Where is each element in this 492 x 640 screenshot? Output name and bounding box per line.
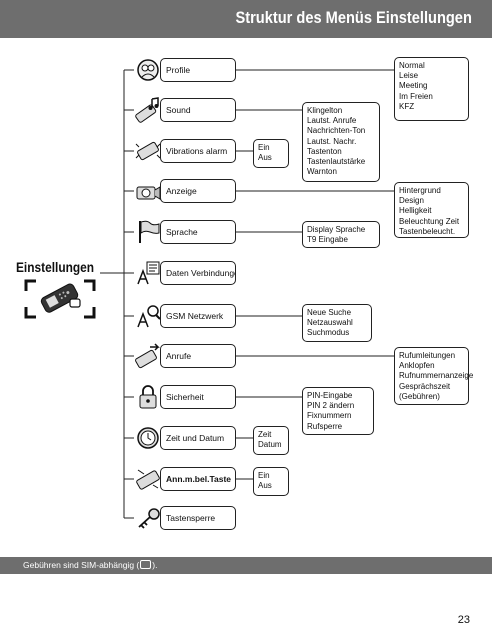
menu-item-sicherheit[interactable]: Sicherheit	[160, 385, 236, 409]
submenu-item[interactable]: Lautst. Nachr.	[307, 136, 357, 146]
submenu-item[interactable]: Rufsperre	[307, 421, 343, 431]
menu-item-data-connections[interactable]: Daten Verbindungen	[160, 261, 236, 285]
footer-note: Gebühren sind SIM-abhängig ().	[0, 557, 492, 574]
submenu-item[interactable]: Suchmodus	[307, 328, 350, 338]
menu-item-anrufe[interactable]: Anrufe	[160, 344, 236, 368]
submenu-item[interactable]: Design	[399, 196, 424, 206]
submenu-item[interactable]: Nachrichten-Ton	[307, 126, 366, 136]
menu-item-sound[interactable]: Sound	[160, 98, 236, 122]
padlock-icon	[139, 385, 157, 409]
menu-item-sprache[interactable]: Sprache	[160, 220, 236, 244]
submenu-item[interactable]: Ein	[258, 471, 270, 480]
footer-text-after: ).	[152, 560, 158, 570]
network-antenna-icon	[137, 305, 161, 328]
clock-icon	[137, 427, 159, 449]
submenu-item[interactable]: Aus	[258, 153, 272, 163]
menu-item-gsm-network[interactable]: GSM Netzwerk	[160, 304, 236, 328]
submenu-zeit: Zeit Datum	[253, 426, 289, 455]
submenu-item[interactable]: Tastenbeleucht.	[399, 226, 456, 236]
submenu-item[interactable]: KFZ	[399, 101, 415, 111]
submenu-item[interactable]: Lautst. Anrufe	[307, 116, 357, 126]
submenu-gsm: Neue Suche Netzauswahl Suchmodus	[302, 304, 372, 342]
submenu-any-key: Ein Aus	[253, 467, 289, 496]
submenu-item[interactable]: Warnton	[307, 167, 337, 177]
menu-item-time-date[interactable]: Zeit und Datum	[160, 426, 236, 450]
menu-item-anzeige[interactable]: Anzeige	[160, 179, 236, 203]
submenu-item[interactable]: Rufnummernanzeige	[399, 371, 474, 381]
submenu-item[interactable]: Hintergrund	[399, 186, 441, 195]
submenu-item[interactable]: Normal	[399, 61, 425, 70]
submenu-item[interactable]: Meeting	[399, 81, 428, 91]
menu-item-key-lock[interactable]: Tastensperre	[160, 506, 236, 530]
key-icon	[138, 508, 160, 529]
menu-item-vibration-alarm[interactable]: Vibrations alarm	[160, 139, 236, 163]
settings-main-label: Einstellungen	[16, 259, 95, 275]
submenu-sound: Klingelton Lautst. Anrufe Nachrichten-To…	[302, 102, 380, 182]
profiles-icon	[137, 59, 159, 81]
page-header: Struktur des Menüs Einstellungen	[0, 0, 492, 38]
submenu-item[interactable]: Rufumleitungen	[399, 351, 456, 360]
data-connection-icon	[137, 261, 160, 285]
submenu-item[interactable]: Im Freien	[399, 91, 433, 101]
submenu-item[interactable]: Anklopfen	[399, 361, 435, 371]
submenu-item[interactable]: Beleuchtung Zeit	[399, 216, 460, 226]
submenu-item[interactable]: Tastenton	[307, 146, 342, 156]
submenu-item[interactable]: (Gebühren)	[399, 391, 440, 401]
submenu-item[interactable]: Gesprächszeit	[399, 381, 451, 391]
submenu-profile: Normal Leise Meeting Im Freien KFZ	[394, 57, 469, 121]
submenu-item[interactable]: Klingelton	[307, 106, 343, 115]
menu-item-profile[interactable]: Profile	[160, 58, 236, 82]
submenu-sicherheit: PIN-Eingabe PIN 2 ändern Fixnummern Rufs…	[302, 387, 374, 435]
sim-card-icon	[140, 560, 152, 569]
settings-phone-icon	[24, 279, 96, 319]
page-number: 23	[457, 614, 470, 626]
submenu-item[interactable]: Leise	[399, 71, 419, 81]
submenu-vibration: Ein Aus	[253, 139, 289, 168]
submenu-anrufe: Rufumleitungen Anklopfen Rufnummernanzei…	[394, 347, 474, 405]
vibration-phone-icon	[135, 141, 161, 161]
submenu-item[interactable]: Aus	[258, 481, 272, 491]
footer-text: Gebühren sind SIM-abhängig ().	[23, 559, 157, 572]
any-key-phone-icon	[136, 469, 160, 490]
music-phone-icon	[135, 97, 159, 123]
submenu-item[interactable]: Neue Suche	[307, 308, 352, 317]
submenu-item[interactable]: Netzauswahl	[307, 318, 353, 328]
submenu-item[interactable]: Zeit	[258, 430, 272, 439]
submenu-item[interactable]: Helligkeit	[399, 206, 432, 216]
menu-item-any-key[interactable]: Ann.m.bel.Taste	[160, 467, 236, 491]
submenu-sprache: Display Sprache T9 Eingabe	[302, 221, 380, 248]
flag-icon	[139, 220, 160, 243]
submenu-item[interactable]: Display Sprache	[307, 225, 366, 234]
submenu-item[interactable]: Ein	[258, 143, 270, 152]
submenu-anzeige: Hintergrund Design Helligkeit Beleuchtun…	[394, 182, 469, 238]
submenu-item[interactable]: Fixnummern	[307, 411, 352, 421]
display-camera-icon	[136, 186, 161, 200]
submenu-item[interactable]: Tastenlautstärke	[307, 157, 366, 167]
submenu-item[interactable]: PIN-Eingabe	[307, 391, 353, 400]
call-phone-icon	[135, 343, 160, 369]
submenu-item[interactable]: T9 Eingabe	[307, 235, 348, 245]
submenu-item[interactable]: Datum	[258, 440, 282, 450]
submenu-item[interactable]: PIN 2 ändern	[307, 401, 355, 411]
page-title: Struktur des Menüs Einstellungen	[235, 8, 472, 27]
footer-text-before: Gebühren sind SIM-abhängig (	[23, 560, 140, 570]
